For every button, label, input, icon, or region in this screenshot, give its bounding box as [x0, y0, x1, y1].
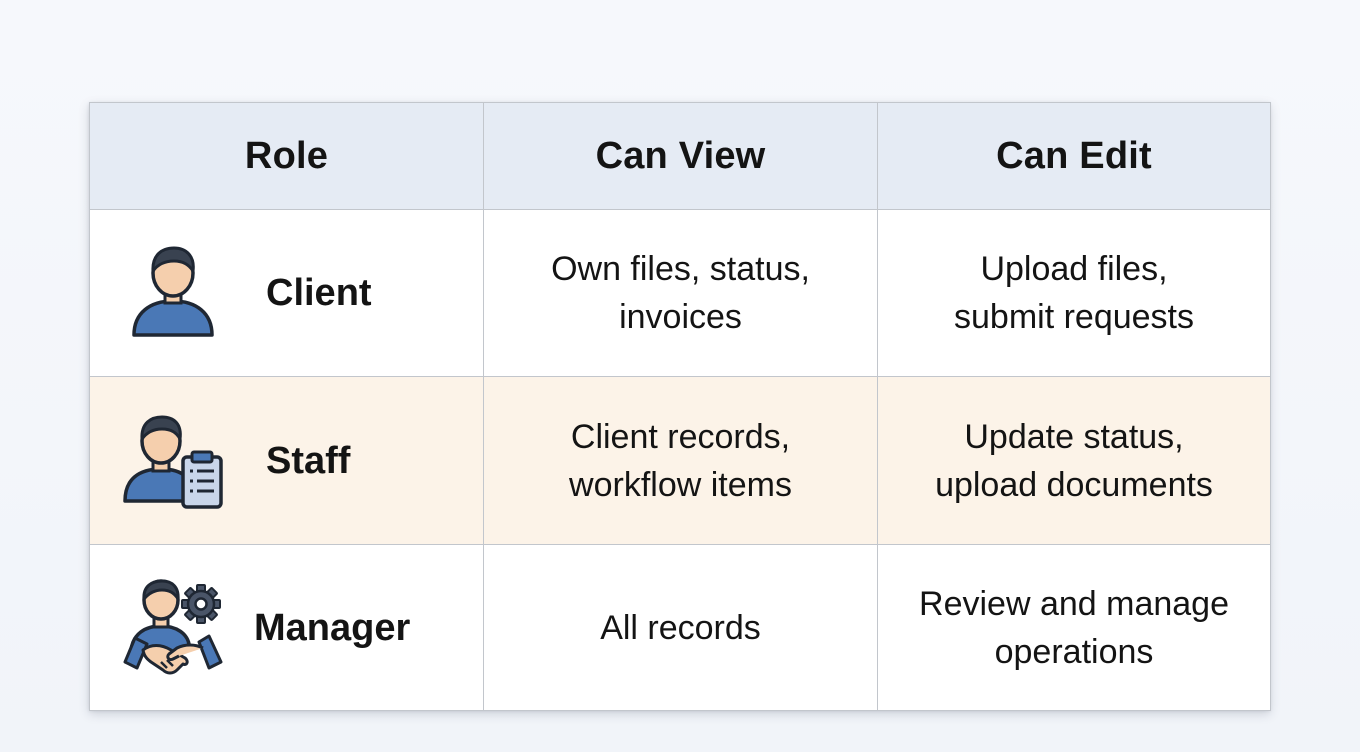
can-view-staff: Client records, workflow items — [483, 376, 878, 545]
header-can-view: Can View — [483, 102, 878, 210]
permissions-table: Role Can View Can Edit — [89, 102, 1271, 711]
can-view-client-line-1: Own files, status, — [551, 250, 810, 288]
can-view-client-line-2: invoices — [619, 298, 742, 336]
user-icon — [118, 238, 228, 348]
can-edit-client-line-1: Upload files, — [980, 250, 1168, 288]
role-cell-staff: Staff — [89, 376, 484, 545]
can-view-manager: All records — [483, 544, 878, 711]
manager-handshake-gear-icon — [118, 573, 228, 683]
can-view-staff-line-1: Client records, — [570, 417, 791, 456]
can-edit-staff-line-2: upload documents — [935, 465, 1213, 504]
header-can-edit: Can Edit — [877, 102, 1271, 210]
can-edit-staff: Update status, upload documents — [877, 376, 1271, 545]
can-edit-staff-line-1: Update status, — [964, 417, 1184, 456]
can-edit-manager-line-2: operations — [994, 632, 1154, 671]
role-name-staff: Staff — [266, 439, 351, 482]
role-name-manager: Manager — [254, 606, 411, 649]
can-edit-manager-line-1: Review and manage — [919, 584, 1229, 623]
table-header-row: Role Can View Can Edit — [89, 102, 1271, 210]
role-cell-client: Client — [89, 209, 484, 377]
can-view-manager-line-1: All records — [600, 608, 761, 647]
table-row-staff: Staff Client records, workflow items Upd… — [89, 376, 1271, 545]
can-edit-client: Upload files, submit requests — [877, 209, 1271, 377]
can-view-staff-line-2: workflow items — [569, 465, 792, 504]
can-edit-manager: Review and manage operations — [877, 544, 1271, 711]
staff-clipboard-icon — [118, 406, 228, 516]
permissions-table-card: Role Can View Can Edit — [89, 102, 1271, 711]
table-row-client: Client Own files, status, invoices Uploa… — [89, 209, 1271, 377]
can-view-client: Own files, status, invoices — [483, 209, 878, 377]
header-role: Role — [89, 102, 484, 210]
can-edit-client-line-2: submit requests — [954, 298, 1194, 336]
role-cell-manager: Manager — [89, 544, 484, 711]
table-row-manager: Manager All records Review and manage op… — [89, 544, 1271, 711]
role-name-client: Client — [266, 272, 372, 314]
